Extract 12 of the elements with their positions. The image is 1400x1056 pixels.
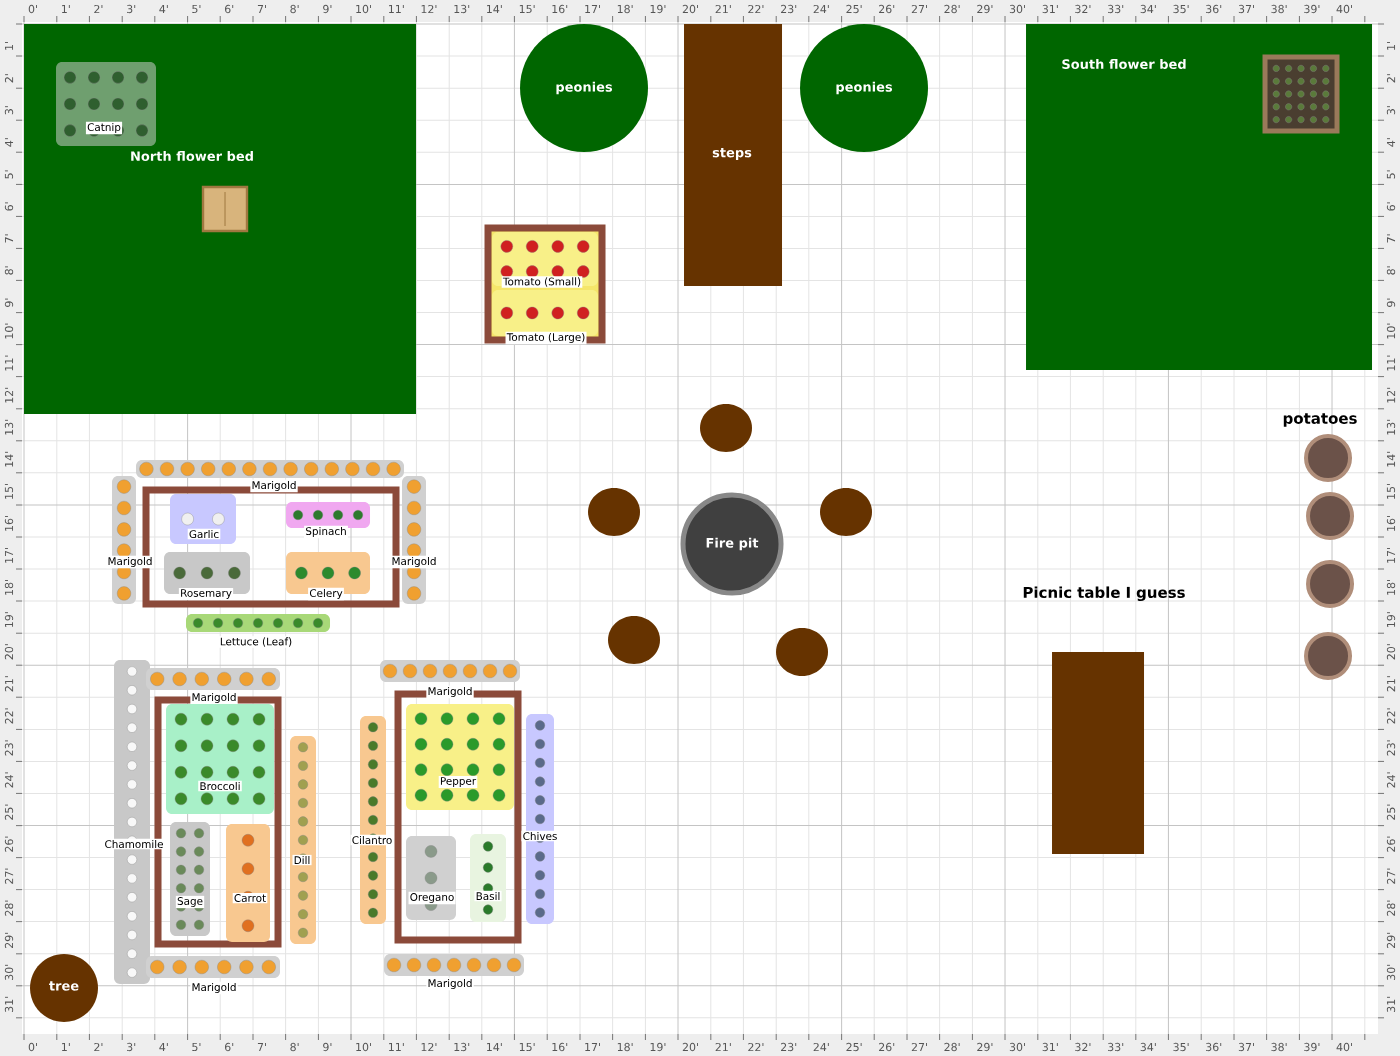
- raised-bed: [394, 690, 522, 944]
- seat-stump: [820, 488, 872, 536]
- potato-mound: [1306, 560, 1354, 608]
- seat-stump: [588, 488, 640, 536]
- seat-stump: [776, 628, 828, 676]
- potato-mound: [1304, 632, 1352, 680]
- seat-stump: [700, 404, 752, 452]
- seat-stump: [608, 616, 660, 664]
- potato-mound: [1306, 492, 1354, 540]
- stone-planter-drawing: [1262, 54, 1340, 134]
- crate-drawing: [201, 185, 249, 233]
- potato-mound: [1304, 434, 1352, 482]
